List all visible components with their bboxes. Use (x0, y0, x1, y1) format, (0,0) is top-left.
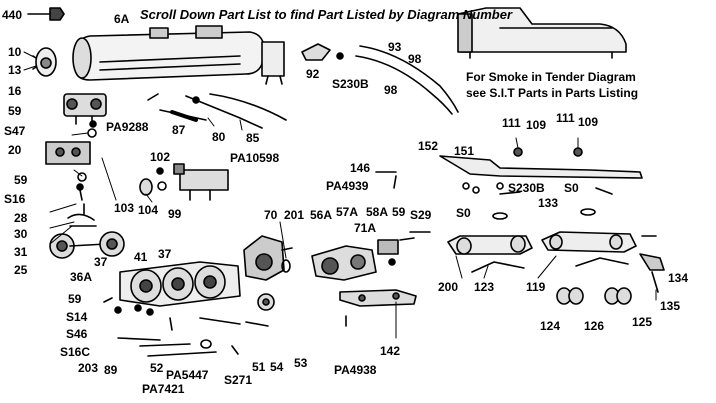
callout-57A: 57A (336, 205, 358, 219)
callout-PA7421: PA7421 (142, 382, 185, 396)
part-bottom-linkage-drawing (103, 293, 275, 357)
callout-PA10598: PA10598 (230, 151, 279, 165)
tender-note-line-1: For Smoke in Tender Diagram (466, 70, 636, 84)
callout-S29: S29 (410, 208, 432, 222)
callout-PA4939: PA4939 (326, 179, 369, 193)
callout-134: 134 (668, 271, 688, 285)
callout-28: 28 (14, 211, 28, 225)
callout-119: 119 (526, 280, 546, 294)
callout-6A: 6A (114, 12, 130, 26)
callout-99: 99 (168, 207, 182, 221)
callout-142: 142 (380, 344, 400, 358)
part-6A-boiler-drawing (72, 25, 285, 85)
callout-30: 30 (14, 227, 28, 241)
callout-41: 41 (134, 250, 148, 264)
callout-S230B-b: S230B (508, 181, 545, 195)
callout-S271: S271 (224, 373, 252, 387)
callout-56A: 56A (310, 208, 332, 222)
callout-102: 102 (150, 150, 170, 164)
callout-31: 31 (14, 245, 28, 259)
callout-93: 93 (388, 40, 402, 54)
callout-123: 123 (474, 280, 494, 294)
callout-37-b: 37 (158, 247, 172, 261)
part-119-134-135-truck-drawing (541, 231, 665, 293)
part-25-wheelset-drawing (49, 203, 125, 259)
callout-S14: S14 (66, 310, 88, 324)
callout-leader-lines (23, 51, 657, 339)
part-tender-shell-drawing (457, 7, 627, 59)
part-16-smoke-unit-drawing (63, 93, 107, 125)
part-200-123-truck-drawing (447, 235, 533, 273)
callout-59-c: 59 (392, 205, 406, 219)
callout-109-b: 109 (578, 115, 598, 129)
callout-70: 70 (264, 208, 278, 222)
callout-51: 51 (252, 360, 266, 374)
callout-25: 25 (14, 263, 28, 277)
callout-59-d: 59 (68, 292, 82, 306)
callout-98-b: 98 (384, 83, 398, 97)
callout-53: 53 (294, 356, 308, 370)
callout-200: 200 (438, 280, 458, 294)
callout-37-a: 37 (94, 255, 108, 269)
part-440-key-drawing (27, 7, 65, 21)
callout-440: 440 (2, 8, 22, 22)
callout-PA5447: PA5447 (166, 368, 209, 382)
callout-13: 13 (8, 63, 22, 77)
callout-87: 87 (172, 123, 186, 137)
callout-S46: S46 (66, 327, 88, 341)
callout-54: 54 (270, 360, 284, 374)
callout-59-b: 59 (14, 173, 28, 187)
callout-125: 125 (632, 315, 652, 329)
part-59-s47-small-drawing (45, 120, 97, 201)
part-142-truck-frame-drawing (339, 289, 417, 327)
part-87-80-85-rods-drawing (147, 93, 287, 129)
callout-133: 133 (538, 196, 558, 210)
part-10-13-headlight-drawing (32, 47, 57, 77)
callout-36A: 36A (70, 270, 92, 284)
callout-111-b: 111 (556, 111, 575, 125)
callout-10: 10 (8, 45, 22, 59)
callout-98-a: 98 (408, 52, 422, 66)
callout-16: 16 (8, 84, 22, 98)
callout-58A: 58A (366, 205, 388, 219)
callout-S230B-a: S230B (332, 77, 369, 91)
callout-59-a: 59 (8, 104, 22, 118)
callout-152: 152 (418, 139, 438, 153)
tender-note-line-2: see S.I.T Parts in Parts Listing (466, 86, 638, 100)
callout-146: 146 (350, 161, 370, 175)
callout-201: 201 (284, 208, 304, 222)
callout-85: 85 (246, 131, 260, 145)
callout-PA4938: PA4938 (334, 363, 377, 377)
part-56A-57A-motor-parts-drawing (311, 231, 431, 281)
header-instruction: Scroll Down Part List to find Part Liste… (140, 7, 513, 22)
callout-20: 20 (8, 143, 22, 157)
callout-103: 103 (114, 201, 134, 215)
callout-109-a: 109 (526, 118, 546, 132)
callout-PA9288: PA9288 (106, 120, 149, 134)
callout-104: 104 (138, 203, 158, 217)
callout-111-a: 111 (502, 116, 521, 130)
callout-151: 151 (454, 144, 474, 158)
callout-S0-b: S0 (564, 181, 579, 195)
callout-S16C: S16C (60, 345, 90, 359)
callout-89: 89 (104, 363, 118, 377)
callout-S16-a: S16 (4, 192, 26, 206)
callout-126: 126 (584, 319, 604, 333)
callout-92: 92 (306, 67, 320, 81)
callout-S0-a: S0 (456, 206, 471, 220)
callout-135: 135 (660, 299, 680, 313)
callout-52: 52 (150, 361, 164, 375)
part-92-93-98-wires-drawing (301, 43, 459, 115)
part-70-motor-drawing (243, 235, 293, 281)
callout-S47: S47 (4, 124, 26, 138)
part-36A-chassis-drive-wheels-drawing (119, 261, 241, 307)
callout-71A: 71A (354, 221, 376, 235)
callout-80: 80 (212, 130, 226, 144)
part-124-126-wheels-drawing (556, 287, 632, 305)
part-152-151-frame-drawing (375, 147, 643, 220)
part-99-reverse-unit-drawing (139, 163, 229, 201)
callout-124: 124 (540, 319, 560, 333)
callout-203: 203 (78, 361, 98, 375)
